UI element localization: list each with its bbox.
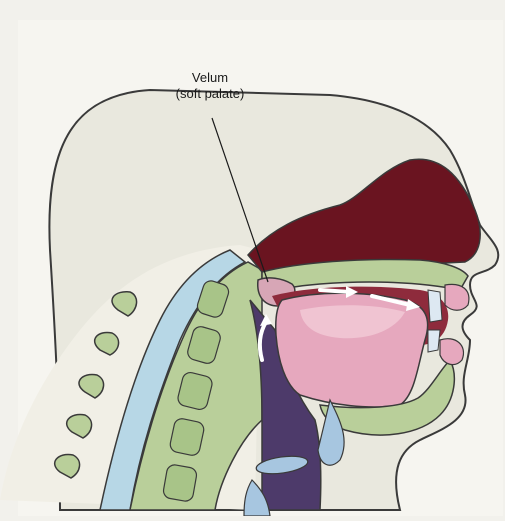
arrow-icon [320,290,350,292]
lower-teeth [428,330,440,352]
velum-label: Velum (soft palate) [150,70,270,102]
velum-label-title: Velum [150,70,270,86]
upper-teeth [428,290,442,322]
velum-label-subtitle: (soft palate) [150,86,270,102]
